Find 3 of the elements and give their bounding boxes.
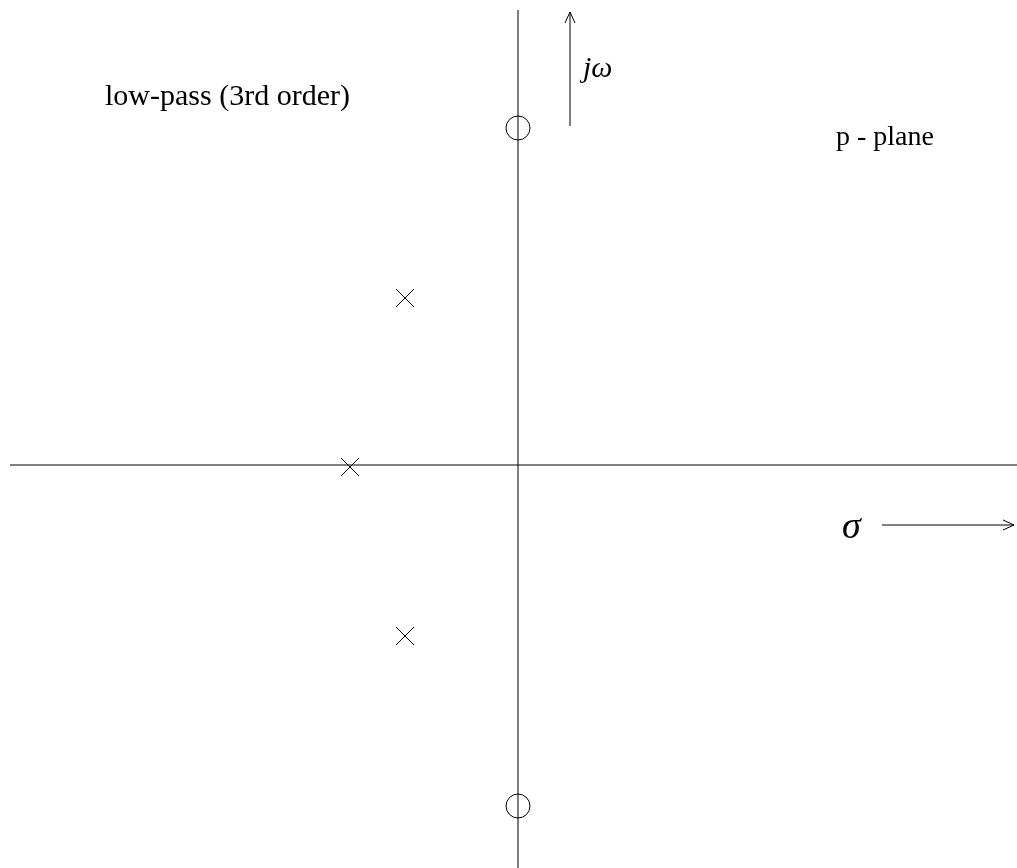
plot-title: low-pass (3rd order) bbox=[105, 80, 350, 110]
axis-label: σ bbox=[842, 506, 861, 544]
plane-label: p - plane bbox=[836, 122, 934, 150]
